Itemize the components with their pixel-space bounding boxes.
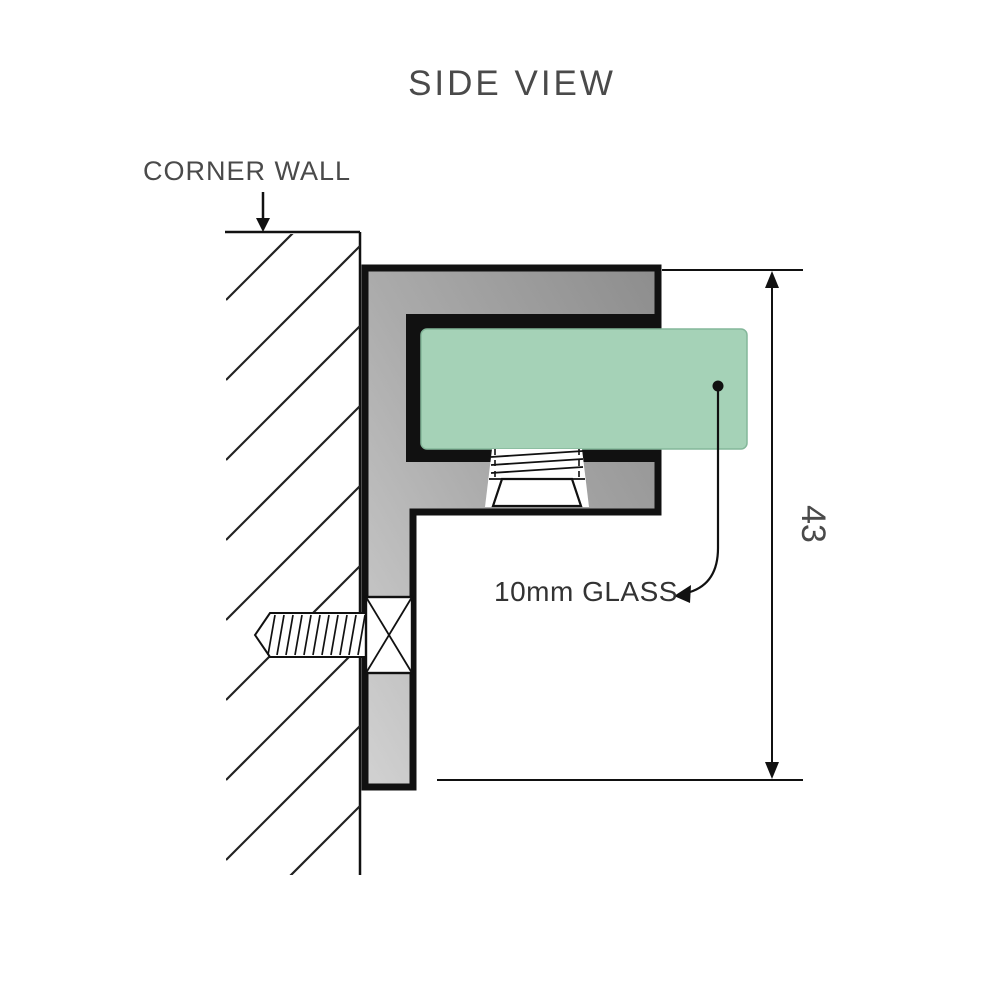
wall-screw [253, 595, 414, 675]
corner-wall-arrow [256, 192, 270, 232]
glass-leader-dot [712, 380, 724, 392]
dimension-arrowhead-bottom-icon [765, 762, 779, 779]
glass-leader-arrowhead-icon [674, 585, 691, 603]
dimension-43: 43 [437, 269, 832, 781]
wall-hatching [226, 234, 360, 875]
glass-panel [420, 328, 748, 450]
glass-leader [674, 380, 724, 603]
page-title: SIDE VIEW [408, 64, 616, 103]
dimension-arrowhead-top-icon [765, 271, 779, 288]
corner-wall-label: CORNER WALL [143, 156, 351, 186]
dimension-value: 43 [794, 505, 832, 543]
grub-screw [485, 449, 589, 508]
corner-wall-arrowhead-icon [256, 218, 270, 232]
wall-screw-head-cross-2 [365, 596, 413, 674]
glass-label: 10mm GLASS [494, 576, 678, 607]
grub-screw-cone [491, 477, 583, 508]
wall-screw-threads [267, 614, 366, 656]
wall [225, 230, 362, 875]
glass-leader-line [689, 391, 720, 594]
